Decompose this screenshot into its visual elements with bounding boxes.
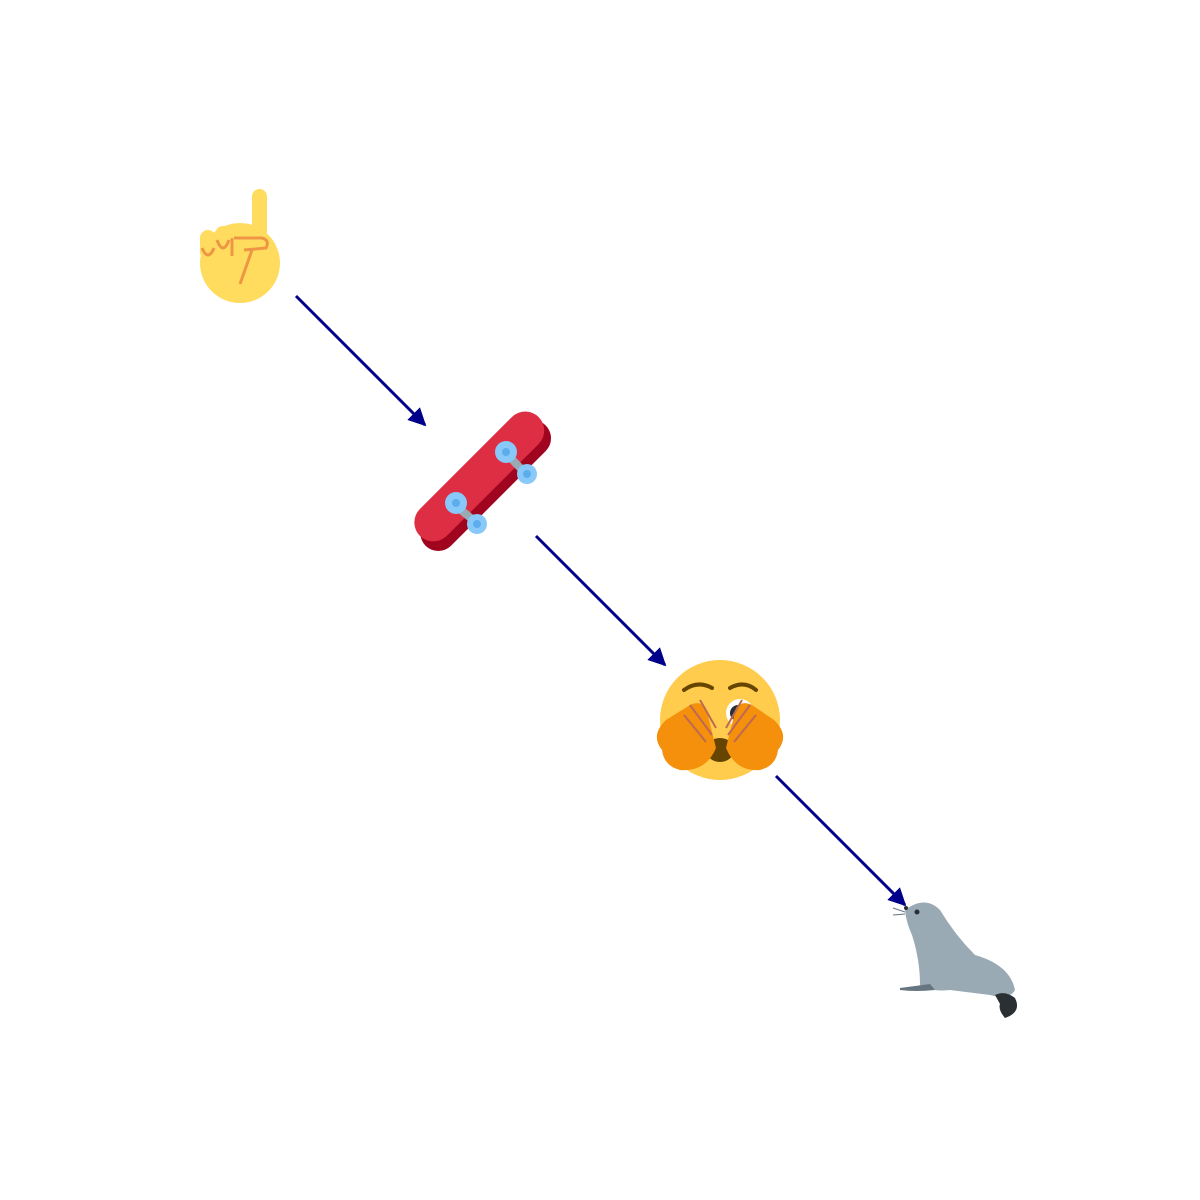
face-with-peeking-eye-icon — [656, 660, 784, 780]
arrow-skateboard-to-face — [534, 534, 667, 667]
arrow-face-to-seal — [774, 774, 907, 907]
skateboard-icon — [414, 411, 552, 552]
edges — [294, 294, 907, 907]
index-pointing-up-icon — [200, 189, 280, 303]
arrow-finger-to-skateboard — [294, 294, 427, 427]
seal-icon — [892, 902, 1018, 1018]
